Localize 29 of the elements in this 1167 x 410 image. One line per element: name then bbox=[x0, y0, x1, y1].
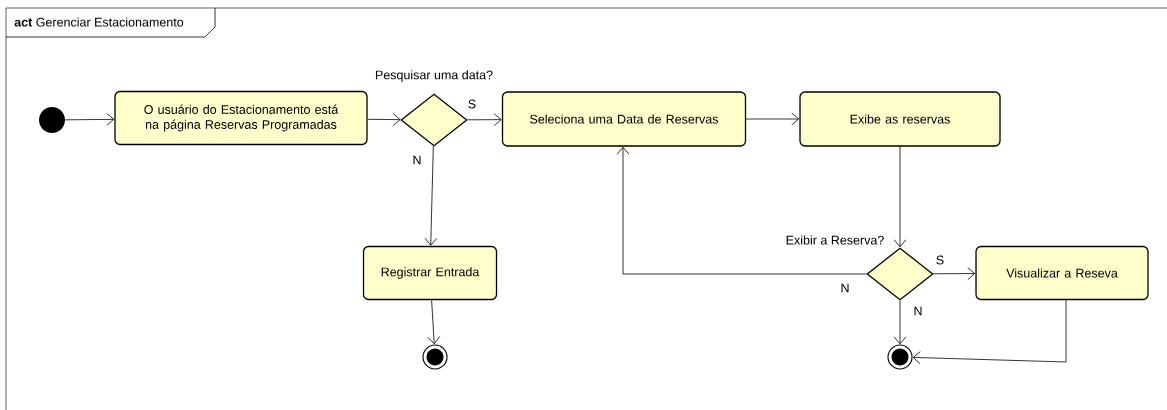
action-box: Visualizar a Reseva bbox=[975, 245, 1149, 301]
arrow bbox=[893, 300, 907, 345]
arrow bbox=[893, 146, 907, 248]
arrow bbox=[367, 113, 401, 126]
edge-label: N bbox=[411, 154, 423, 166]
arrow bbox=[64, 113, 115, 126]
decision-diamond bbox=[866, 247, 934, 301]
edge-label: N bbox=[912, 305, 924, 317]
arrow bbox=[467, 113, 502, 127]
action-box: Registrar Entrada bbox=[362, 245, 498, 301]
edge-label: N bbox=[839, 282, 851, 294]
action-box: Seleciona uma Data de Reservas bbox=[501, 91, 747, 147]
arrow bbox=[427, 299, 441, 345]
edge-label: S bbox=[934, 254, 946, 266]
final-node bbox=[887, 344, 913, 370]
decision-label: Exibir a Reserva? bbox=[786, 235, 884, 245]
decision-diamond bbox=[400, 93, 468, 147]
final-node bbox=[422, 344, 448, 370]
initial-node bbox=[39, 107, 65, 133]
action-box: Exibe as reservas bbox=[799, 91, 1001, 147]
action-box: O usuário do Estacionamento está na página Reservas Programadas bbox=[114, 90, 368, 146]
arrow bbox=[912, 299, 1067, 364]
frame-title: act Gerenciar Estacionamento bbox=[5, 7, 216, 38]
arrow bbox=[745, 112, 800, 126]
edge-label: S bbox=[466, 98, 478, 110]
arrow bbox=[424, 145, 438, 246]
arrow bbox=[616, 146, 867, 275]
decision-label: Pesquisar uma data? bbox=[375, 70, 493, 82]
arrow bbox=[933, 267, 976, 280]
